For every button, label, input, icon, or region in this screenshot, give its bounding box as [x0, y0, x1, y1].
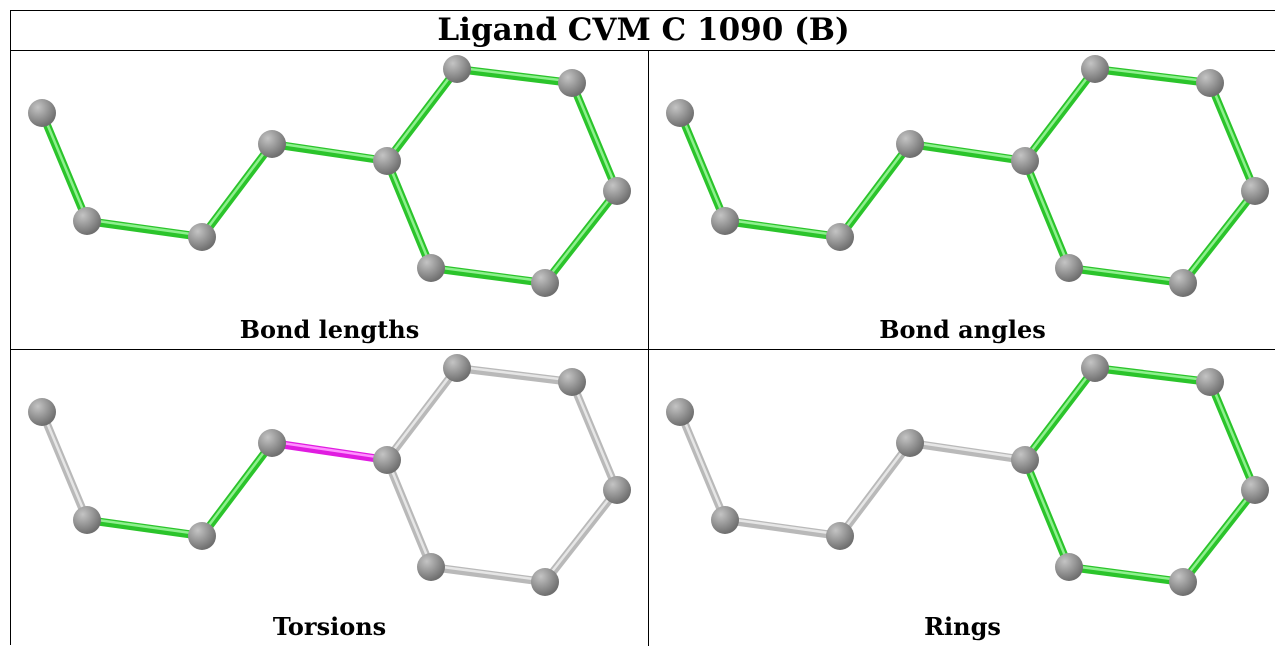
- atom-4: [373, 147, 401, 175]
- bond-9-4: [383, 456, 435, 571]
- caption-torsions: Torsions: [272, 612, 387, 641]
- bond-5-6: [453, 364, 576, 386]
- atom-2: [826, 522, 854, 550]
- atom-1: [73, 506, 101, 534]
- bond-7-8: [1179, 187, 1259, 287]
- caption-rings: Rings: [924, 612, 1001, 641]
- bond-9-4: [383, 157, 435, 272]
- row-divider: [11, 349, 1275, 350]
- bond-5-6: [1091, 364, 1214, 386]
- atom-0: [28, 99, 56, 127]
- atom-2: [188, 223, 216, 251]
- bond-9-4: [1021, 157, 1073, 272]
- bond-7-8: [541, 486, 621, 586]
- bond-4-5: [383, 65, 461, 165]
- bond-5-6: [453, 65, 576, 87]
- atom-9: [417, 553, 445, 581]
- atom-4: [1011, 446, 1039, 474]
- atom-3: [258, 429, 286, 457]
- atom-1: [711, 207, 739, 235]
- atom-2: [188, 522, 216, 550]
- atom-0: [666, 398, 694, 426]
- panel-torsions: Torsions: [11, 350, 648, 646]
- bond-8-9: [427, 264, 549, 287]
- atom-6: [558, 69, 586, 97]
- molecule-rings: [666, 354, 1269, 596]
- atom-3: [896, 429, 924, 457]
- atom-1: [73, 207, 101, 235]
- caption-bond-angles: Bond angles: [879, 315, 1046, 344]
- atom-7: [1241, 177, 1269, 205]
- atom-3: [258, 130, 286, 158]
- panel-rings: Rings: [649, 350, 1275, 646]
- atom-9: [417, 254, 445, 282]
- atom-0: [666, 99, 694, 127]
- bond-2-3: [198, 439, 276, 540]
- bond-6-7: [568, 79, 621, 195]
- bond-3-4: [268, 140, 391, 165]
- atom-8: [1169, 269, 1197, 297]
- bond-1-2: [83, 516, 206, 540]
- figure-title: Ligand CVM C 1090 (B): [11, 11, 1275, 51]
- bond-1-2: [83, 217, 206, 241]
- molecule-bond-angles: [666, 55, 1269, 297]
- bond-6-7: [1206, 79, 1259, 195]
- atom-6: [558, 368, 586, 396]
- atom-8: [1169, 568, 1197, 596]
- bond-0-1: [676, 109, 729, 225]
- bond-4-5: [383, 364, 461, 464]
- molecule-torsions: [28, 354, 631, 596]
- bond-7-8: [541, 187, 621, 287]
- atom-6: [1196, 69, 1224, 97]
- atom-5: [443, 55, 471, 83]
- bond-8-9: [1065, 563, 1187, 586]
- caption-bond-lengths: Bond lengths: [239, 315, 420, 344]
- atom-8: [531, 269, 559, 297]
- bond-0-1: [38, 408, 91, 524]
- panel-bond-lengths: Bond lengths: [11, 51, 648, 349]
- bond-0-1: [38, 109, 91, 225]
- bond-2-3: [198, 140, 276, 241]
- bond-0-1: [676, 408, 729, 524]
- bond-3-4: [906, 439, 1029, 464]
- molecule-bond-lengths: [28, 55, 631, 297]
- figure-table: Ligand CVM C 1090 (B) Bond lengths Bond …: [10, 10, 1275, 646]
- bond-5-6: [1091, 65, 1214, 87]
- bond-3-4: [268, 439, 391, 464]
- bond-4-5: [1021, 65, 1099, 165]
- bond-3-4: [906, 140, 1029, 165]
- atom-6: [1196, 368, 1224, 396]
- atom-7: [603, 177, 631, 205]
- atom-8: [531, 568, 559, 596]
- panel-bond-angles: Bond angles: [649, 51, 1275, 349]
- bond-1-2: [721, 516, 844, 540]
- atom-5: [1081, 354, 1109, 382]
- atom-9: [1055, 553, 1083, 581]
- atom-5: [1081, 55, 1109, 83]
- bond-8-9: [1065, 264, 1187, 287]
- bond-7-8: [1179, 486, 1259, 586]
- bond-6-7: [1206, 378, 1259, 494]
- atom-9: [1055, 254, 1083, 282]
- bond-1-2: [721, 217, 844, 241]
- bond-9-4: [1021, 456, 1073, 571]
- atom-7: [1241, 476, 1269, 504]
- atom-2: [826, 223, 854, 251]
- atom-1: [711, 506, 739, 534]
- bond-2-3: [836, 439, 914, 540]
- column-divider: [648, 51, 649, 646]
- atom-0: [28, 398, 56, 426]
- bond-4-5: [1021, 364, 1099, 464]
- bond-8-9: [427, 563, 549, 586]
- atom-3: [896, 130, 924, 158]
- bond-6-7: [568, 378, 621, 494]
- bond-2-3: [836, 140, 914, 241]
- atom-5: [443, 354, 471, 382]
- atom-4: [1011, 147, 1039, 175]
- atom-4: [373, 446, 401, 474]
- atom-7: [603, 476, 631, 504]
